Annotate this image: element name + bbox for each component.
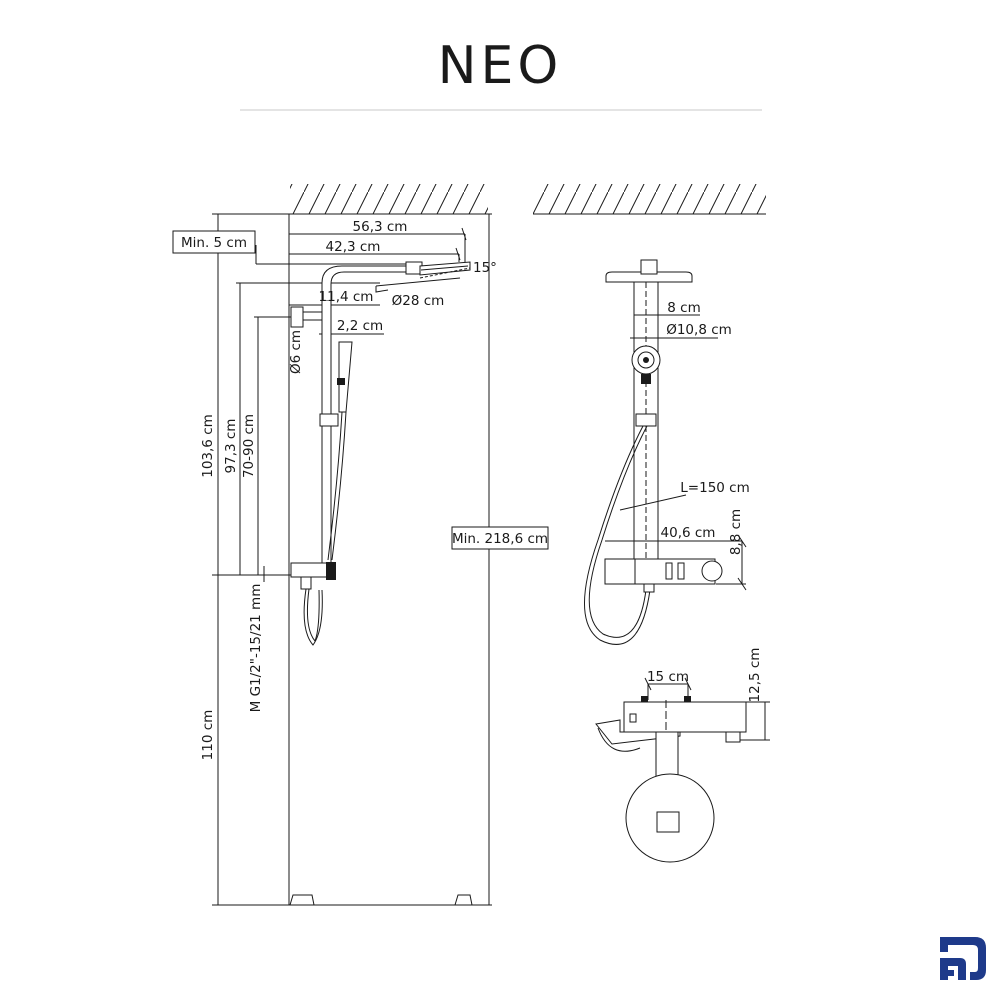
dim-top-spacing: 15 cm xyxy=(647,669,689,685)
dim-height-range: 70-90 cm xyxy=(241,414,257,478)
mixer-body xyxy=(290,562,328,578)
dim-height-total: 103,6 cm xyxy=(200,414,216,478)
riser-pipe xyxy=(321,299,332,576)
dim-bracket-diameter: Ø6 cm xyxy=(288,330,304,374)
hand-shower xyxy=(338,341,353,413)
dim-tilt: 15° xyxy=(473,260,497,276)
ceiling-hatch xyxy=(290,184,488,214)
dim-head-diameter: Ø28 cm xyxy=(392,293,445,309)
dim-min-room: Min. 218,6 cm xyxy=(452,531,548,547)
top-mixer-body xyxy=(623,701,747,733)
dim-arm-length: 42,3 cm xyxy=(326,239,381,255)
dim-mixer-height: 8,8 cm xyxy=(728,509,744,555)
side-ceiling-hatch xyxy=(533,184,766,214)
top-view xyxy=(595,677,770,863)
dim-floor-height: 110 cm xyxy=(200,710,216,761)
min-ceiling-box xyxy=(172,230,256,254)
min-room-box xyxy=(451,526,549,550)
dim-top-depth: 12,5 cm xyxy=(747,648,763,703)
dim-hose-length: L=150 cm xyxy=(680,480,749,496)
product-title: NEO xyxy=(438,36,563,96)
dim-wall-offset: 11,4 cm xyxy=(319,289,374,305)
dim-height-arm: 97,3 cm xyxy=(223,419,239,474)
side-rain-head xyxy=(605,271,693,283)
brand-logo-icon xyxy=(940,937,986,980)
side-hose xyxy=(584,425,651,645)
dim-mixer-width: 40,6 cm xyxy=(661,525,716,541)
rain-head xyxy=(419,261,471,276)
dim-side-width: 8 cm xyxy=(667,300,700,316)
dim-hand-diameter: Ø10,8 cm xyxy=(666,322,732,338)
side-view xyxy=(533,184,766,645)
side-mixer-handle xyxy=(604,558,636,585)
dim-overall-width: 56,3 cm xyxy=(353,219,408,235)
dim-min-ceiling: Min. 5 cm xyxy=(181,235,247,251)
dim-pipe-offset: 2,2 cm xyxy=(337,318,383,334)
wall-bracket xyxy=(290,306,304,328)
front-view xyxy=(212,184,492,906)
dim-thread: M G1/2"-15/21 mm xyxy=(248,584,264,713)
